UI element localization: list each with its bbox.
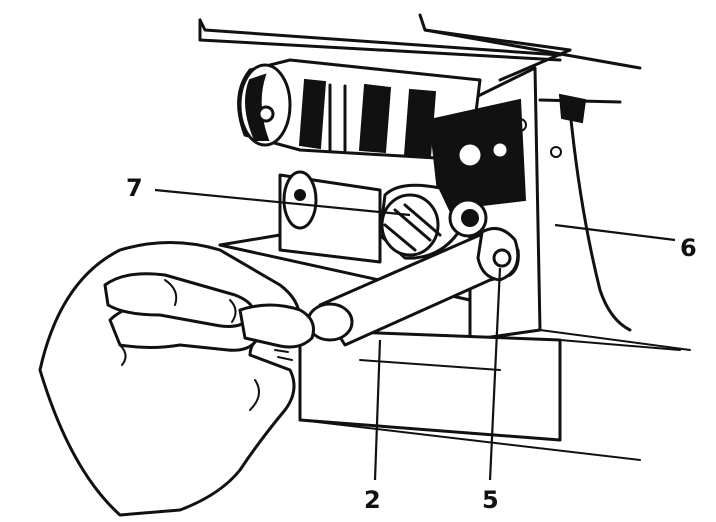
clutch-assembly (428, 98, 527, 212)
callout-7: 7 (126, 174, 143, 202)
front-plate (298, 328, 681, 461)
callout-6: 6 (680, 234, 697, 262)
adjusting-nut (378, 183, 488, 260)
top-plate (198, 13, 642, 82)
callout-5: 5 (482, 486, 499, 514)
base-block (218, 170, 472, 302)
motor-body (237, 58, 482, 162)
wrench-illustration (306, 226, 520, 347)
power-cord (558, 93, 632, 332)
leader-line-2 (373, 339, 382, 481)
leader-line-7 (154, 188, 411, 217)
leader-line-6 (554, 223, 676, 242)
hand-illustration (38, 241, 315, 517)
leader-line-5 (488, 267, 502, 481)
callout-2: 2 (364, 486, 381, 514)
